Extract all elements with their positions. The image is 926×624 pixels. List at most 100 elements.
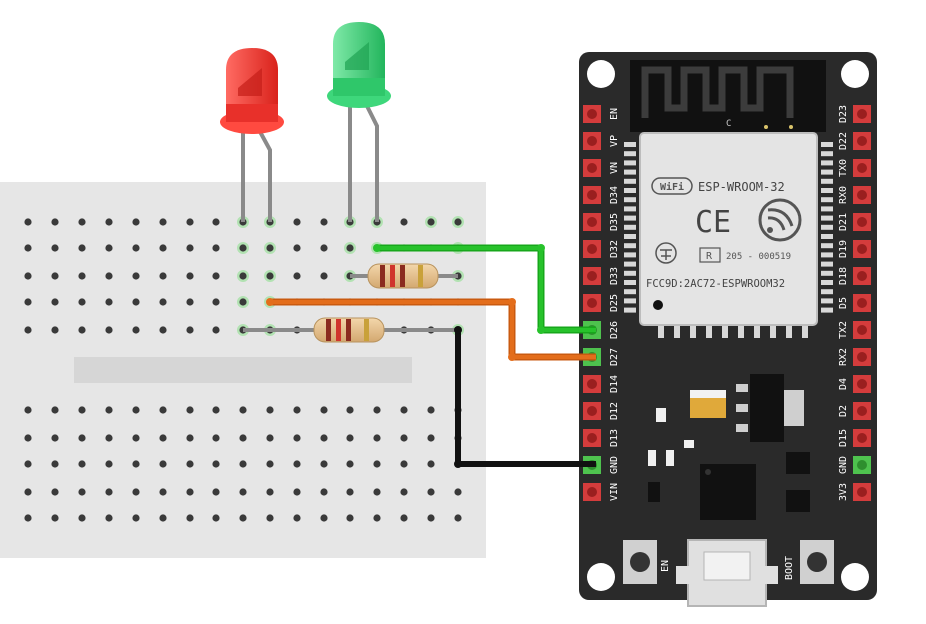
breadboard-hole[interactable] (212, 298, 220, 306)
breadboard-hole[interactable] (239, 514, 247, 522)
breadboard-hole[interactable] (159, 434, 167, 442)
pin-left-vn[interactable]: VN (583, 159, 620, 177)
breadboard-hole[interactable] (427, 434, 435, 442)
breadboard-hole[interactable] (132, 298, 140, 306)
breadboard-hole[interactable] (212, 326, 220, 334)
breadboard-hole[interactable] (186, 514, 194, 522)
breadboard-hole[interactable] (266, 272, 274, 280)
breadboard-hole[interactable] (346, 514, 354, 522)
breadboard-hole[interactable] (78, 514, 86, 522)
breadboard-hole[interactable] (293, 434, 301, 442)
breadboard-hole[interactable] (105, 460, 113, 468)
breadboard-hole[interactable] (400, 434, 408, 442)
breadboard-hole[interactable] (105, 272, 113, 280)
breadboard-hole[interactable] (132, 434, 140, 442)
breadboard-hole[interactable] (400, 406, 408, 414)
breadboard-hole[interactable] (132, 218, 140, 226)
breadboard-hole[interactable] (132, 406, 140, 414)
breadboard-hole[interactable] (320, 244, 328, 252)
breadboard-hole[interactable] (373, 514, 381, 522)
breadboard-hole[interactable] (400, 460, 408, 468)
breadboard-hole[interactable] (212, 514, 220, 522)
breadboard-hole[interactable] (320, 434, 328, 442)
pin-left-d33[interactable]: D33 (583, 267, 620, 285)
breadboard-hole[interactable] (427, 488, 435, 496)
breadboard-hole[interactable] (78, 434, 86, 442)
breadboard-hole[interactable] (186, 488, 194, 496)
breadboard-hole[interactable] (346, 406, 354, 414)
breadboard-hole[interactable] (78, 298, 86, 306)
boot-button[interactable] (807, 552, 827, 572)
pin-right-d19[interactable]: D19 (838, 240, 871, 258)
breadboard-hole[interactable] (159, 406, 167, 414)
breadboard-hole[interactable] (239, 272, 247, 280)
breadboard-hole[interactable] (186, 460, 194, 468)
pin-left-d25[interactable]: D25 (583, 294, 620, 312)
breadboard-hole[interactable] (159, 218, 167, 226)
breadboard-hole[interactable] (105, 514, 113, 522)
breadboard-hole[interactable] (78, 272, 86, 280)
breadboard-hole[interactable] (78, 326, 86, 334)
breadboard-hole[interactable] (454, 218, 462, 226)
pin-left-d12[interactable]: D12 (583, 402, 620, 420)
pin-left-d14[interactable]: D14 (583, 375, 620, 393)
breadboard-hole[interactable] (427, 406, 435, 414)
breadboard-hole[interactable] (212, 434, 220, 442)
breadboard-hole[interactable] (132, 460, 140, 468)
breadboard-hole[interactable] (239, 488, 247, 496)
breadboard-hole[interactable] (293, 272, 301, 280)
pin-left-d13[interactable]: D13 (583, 429, 620, 447)
breadboard-hole[interactable] (51, 272, 59, 280)
breadboard-hole[interactable] (373, 488, 381, 496)
breadboard-hole[interactable] (320, 460, 328, 468)
pin-left-vin[interactable]: VIN (583, 483, 620, 501)
breadboard-hole[interactable] (239, 244, 247, 252)
breadboard-hole[interactable] (400, 514, 408, 522)
breadboard-hole[interactable] (186, 298, 194, 306)
breadboard-hole[interactable] (159, 488, 167, 496)
pin-left-d34[interactable]: D34 (583, 186, 620, 204)
pin-right-tx2[interactable]: TX2 (838, 321, 871, 339)
breadboard-hole[interactable] (186, 272, 194, 280)
breadboard-hole[interactable] (239, 406, 247, 414)
breadboard-hole[interactable] (186, 406, 194, 414)
breadboard-hole[interactable] (186, 326, 194, 334)
breadboard-hole[interactable] (159, 298, 167, 306)
breadboard-hole[interactable] (266, 434, 274, 442)
breadboard-hole[interactable] (320, 218, 328, 226)
breadboard-hole[interactable] (132, 514, 140, 522)
breadboard-hole[interactable] (293, 460, 301, 468)
breadboard-hole[interactable] (78, 244, 86, 252)
breadboard-hole[interactable] (346, 244, 354, 252)
breadboard-hole[interactable] (320, 488, 328, 496)
breadboard-hole[interactable] (105, 488, 113, 496)
breadboard-hole[interactable] (346, 434, 354, 442)
breadboard-hole[interactable] (51, 434, 59, 442)
breadboard-hole[interactable] (51, 460, 59, 468)
breadboard-hole[interactable] (427, 460, 435, 468)
breadboard-hole[interactable] (239, 298, 247, 306)
breadboard-hole[interactable] (239, 460, 247, 468)
breadboard-hole[interactable] (320, 272, 328, 280)
breadboard-hole[interactable] (24, 514, 32, 522)
breadboard-hole[interactable] (159, 514, 167, 522)
breadboard-hole[interactable] (24, 244, 32, 252)
pin-right-3v3[interactable]: 3V3 (838, 483, 871, 501)
pin-right-tx0[interactable]: TX0 (838, 159, 871, 177)
pin-right-d23[interactable]: D23 (838, 105, 871, 123)
pin-right-rx2[interactable]: RX2 (838, 348, 871, 366)
breadboard-hole[interactable] (293, 514, 301, 522)
breadboard-hole[interactable] (105, 244, 113, 252)
breadboard-hole[interactable] (159, 244, 167, 252)
breadboard-hole[interactable] (400, 488, 408, 496)
breadboard-hole[interactable] (373, 460, 381, 468)
breadboard-hole[interactable] (266, 514, 274, 522)
breadboard-hole[interactable] (51, 244, 59, 252)
breadboard-hole[interactable] (266, 488, 274, 496)
breadboard-hole[interactable] (293, 488, 301, 496)
breadboard-hole[interactable] (51, 514, 59, 522)
pin-right-d18[interactable]: D18 (838, 267, 871, 285)
orange-wire[interactable] (270, 300, 596, 359)
breadboard-hole[interactable] (293, 218, 301, 226)
breadboard-hole[interactable] (24, 218, 32, 226)
